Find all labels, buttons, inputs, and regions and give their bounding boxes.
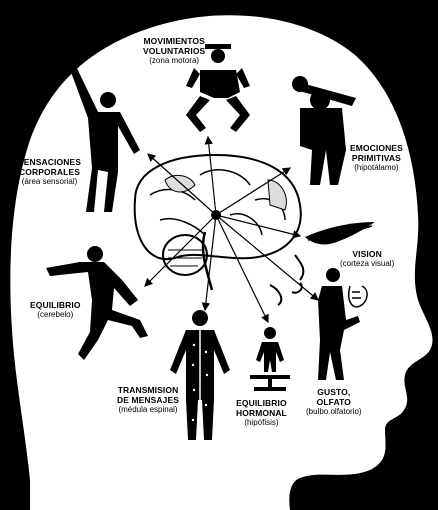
balance-figure-icon — [46, 246, 148, 360]
dancer-figure-icon — [186, 44, 250, 132]
spinal-figure-icon — [170, 310, 230, 440]
raised-arm-figure-icon — [68, 62, 140, 212]
scale-figure-icon — [250, 327, 290, 391]
label-balance: EQUILIBRIO (cerebelo) — [30, 300, 81, 319]
label-taste-smell: GUSTO,OLFATO (bulbo olfatorio) — [306, 387, 362, 416]
lyre-figure-icon — [318, 268, 368, 380]
eye-icon-lid — [307, 225, 373, 241]
eye-icon — [305, 222, 375, 245]
face-profile — [269, 254, 305, 306]
label-vision: VISION (corteza visual) — [340, 249, 395, 268]
function-arrows — [144, 135, 319, 324]
caveman-figure-icon — [292, 76, 356, 185]
